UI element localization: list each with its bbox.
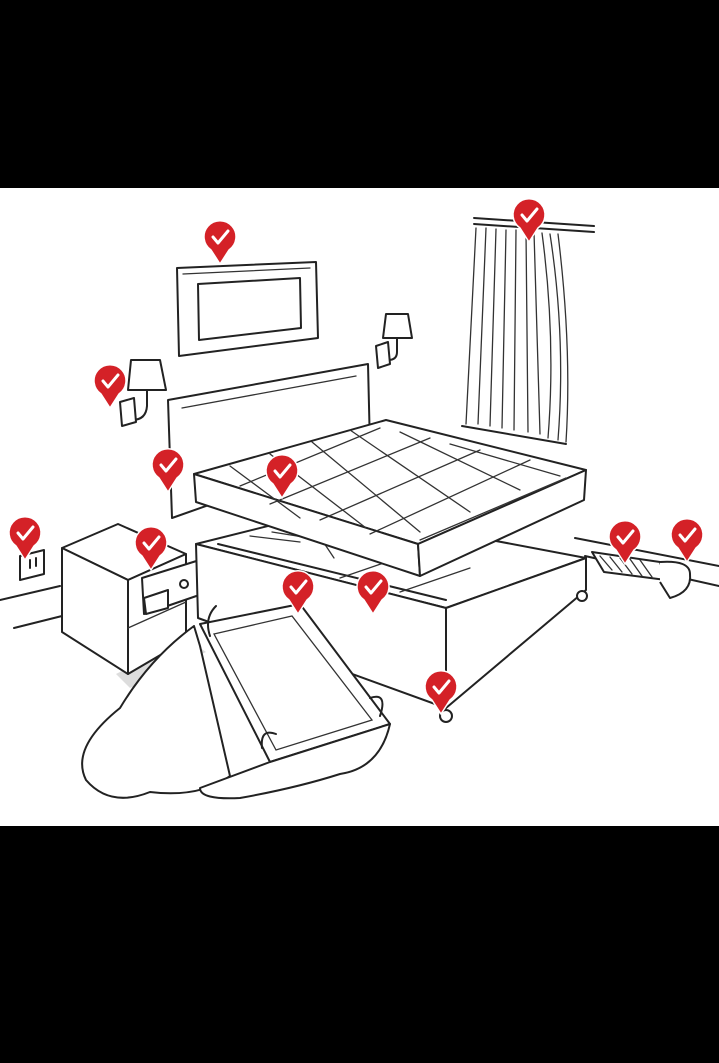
carpet-edge — [591, 551, 692, 599]
check-mark-icon — [16, 525, 35, 541]
picture-frame — [176, 261, 319, 357]
check-mark-icon — [142, 535, 161, 551]
suitcase — [81, 603, 391, 800]
checkpoint-pins — [8, 198, 704, 716]
check-mark-icon — [520, 207, 539, 223]
checkpoint-pin-headboard-icon — [151, 448, 185, 494]
checkpoint-pin-box-spring-slats-right-icon — [356, 570, 390, 616]
top-black-band — [0, 0, 719, 188]
bedroom-illustration — [0, 198, 719, 800]
bedroom-inspection-diagram — [0, 188, 719, 826]
checkpoint-pin-nightstand-drawer-icon — [134, 526, 168, 572]
checkpoint-pin-wall-lamp-icon — [93, 364, 127, 410]
checkpoint-pin-mattress-icon — [265, 454, 299, 500]
wall-lamp-left — [119, 359, 167, 427]
nightstand — [61, 523, 209, 688]
checkpoint-pin-box-spring-slats-left-icon — [281, 570, 315, 616]
checkpoint-pin-carpet-edge-icon — [608, 520, 642, 566]
check-mark-icon — [432, 679, 451, 695]
checkpoint-pin-bed-frame-corner-icon — [424, 670, 458, 716]
check-mark-icon — [364, 579, 383, 595]
checkpoint-pin-picture-frame-icon — [203, 220, 237, 266]
check-mark-icon — [678, 527, 697, 543]
mattress — [193, 419, 587, 577]
wall-lamp-right — [375, 313, 413, 369]
check-mark-icon — [159, 457, 178, 473]
check-mark-icon — [101, 373, 120, 389]
check-mark-icon — [616, 529, 635, 545]
check-mark-icon — [211, 229, 230, 245]
bottom-black-band — [0, 826, 719, 1063]
check-mark-icon — [273, 463, 292, 479]
checkpoint-pin-curtain-rod-icon — [512, 198, 546, 244]
check-mark-icon — [289, 579, 308, 595]
checkpoint-pin-electrical-outlet-icon — [8, 516, 42, 562]
curtain — [461, 217, 595, 445]
checkpoint-pin-baseboard-icon — [670, 518, 704, 564]
